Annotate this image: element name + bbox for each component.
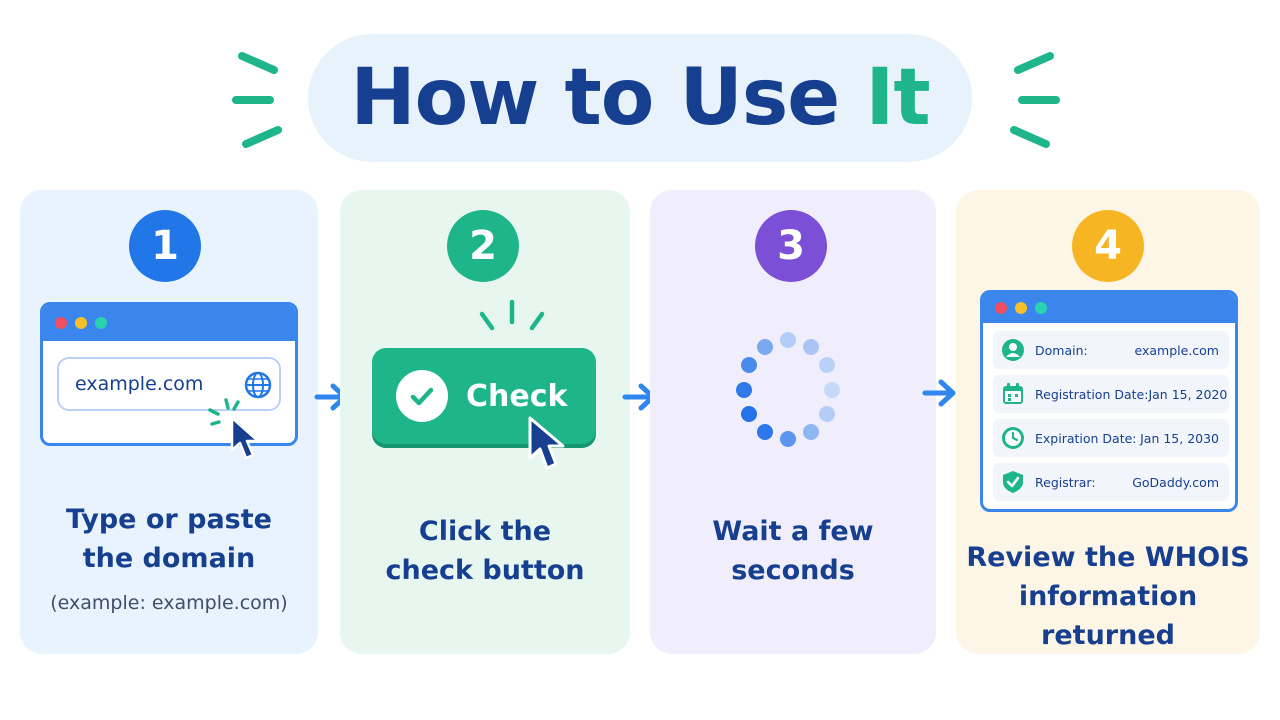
shield-check-icon: [1003, 471, 1023, 493]
whois-row-registration-date: Registration Date: Jan 15, 2020: [993, 375, 1229, 413]
whois-row-value: GoDaddy.com: [1132, 474, 1219, 490]
whois-row-key: Registrar:: [1035, 474, 1096, 490]
user-icon: [1002, 339, 1024, 361]
check-button-label: Check: [466, 378, 568, 414]
clock-icon: [1002, 427, 1024, 449]
step-number-badge: 4: [1072, 210, 1144, 282]
whois-row-value: Jan 15, 2030: [1140, 430, 1219, 446]
checkmark-icon: [396, 370, 448, 422]
step-caption-line-1: Type or paste: [66, 504, 272, 535]
step-caption-line-1: Wait a few: [712, 516, 874, 547]
browser-window: example.com: [40, 302, 298, 446]
loading-spinner-icon: [736, 332, 840, 447]
step-caption-line-2: seconds: [731, 555, 855, 586]
globe-icon: [244, 371, 272, 399]
window-minimize-dot: [75, 317, 87, 329]
window-close-dot: [55, 317, 67, 329]
window-maximize-dot: [95, 317, 107, 329]
step-subcaption: (example: example.com): [50, 592, 288, 614]
sparkle-rays-left-icon: [232, 52, 282, 148]
arrow-right-icon: [922, 379, 956, 407]
whois-row-key: Registration Date:: [1035, 386, 1149, 402]
step-card-4: 4 Domain: example.com: [956, 190, 1260, 654]
mouse-cursor-icon: [230, 416, 260, 460]
step-card-1: 1 example.com: [20, 190, 318, 654]
whois-row-value: Jan 15, 2020: [1148, 386, 1228, 402]
window-minimize-dot: [1015, 302, 1027, 314]
step-card-2: 2 Check Click the check button: [340, 190, 630, 654]
check-button[interactable]: Check: [372, 348, 596, 444]
step-caption-line-2: check button: [385, 555, 585, 586]
step-caption: Click the check button: [340, 512, 630, 590]
step-caption: Review the WHOIS information returned: [956, 538, 1260, 655]
window-maximize-dot: [1035, 302, 1047, 314]
title-main: How to Use: [350, 53, 840, 143]
browser-title-bar: [983, 293, 1235, 323]
step-number-badge: 3: [755, 210, 827, 282]
window-close-dot: [995, 302, 1007, 314]
click-sparkle-icon: [208, 398, 240, 426]
step-number-badge: 2: [447, 210, 519, 282]
whois-row-key: Expiration Date:: [1035, 430, 1137, 446]
step-card-3: 3 Wait a few seconds: [650, 190, 936, 654]
step-number-badge: 1: [129, 210, 201, 282]
browser-title-bar: [43, 305, 295, 341]
sparkle-rays-right-icon: [1010, 52, 1060, 148]
domain-input-value: example.com: [75, 373, 204, 395]
step-caption: Type or paste the domain: [20, 500, 318, 578]
step-caption-line-2: the domain: [82, 543, 256, 574]
title-banner: How to Use It: [308, 34, 972, 162]
whois-result-window: Domain: example.com Registration Date: J…: [980, 290, 1238, 512]
click-sparkle-icon: [479, 299, 545, 331]
mouse-cursor-icon: [528, 416, 565, 470]
whois-row-key: Domain:: [1035, 342, 1088, 358]
step-caption-line-2: information returned: [1018, 581, 1198, 651]
whois-row-domain: Domain: example.com: [993, 331, 1229, 369]
step-caption-line-1: Click the: [418, 516, 552, 547]
whois-row-expiration-date: Expiration Date: Jan 15, 2030: [993, 419, 1229, 457]
title-accent: It: [865, 53, 930, 143]
domain-input[interactable]: example.com: [57, 357, 281, 411]
step-caption-line-1: Review the WHOIS: [966, 542, 1250, 573]
whois-row-registrar: Registrar: GoDaddy.com: [993, 463, 1229, 501]
calendar-icon: [1003, 383, 1023, 404]
step-caption: Wait a few seconds: [650, 512, 936, 590]
page-title: How to Use It: [350, 53, 930, 143]
whois-row-value: example.com: [1134, 342, 1219, 358]
